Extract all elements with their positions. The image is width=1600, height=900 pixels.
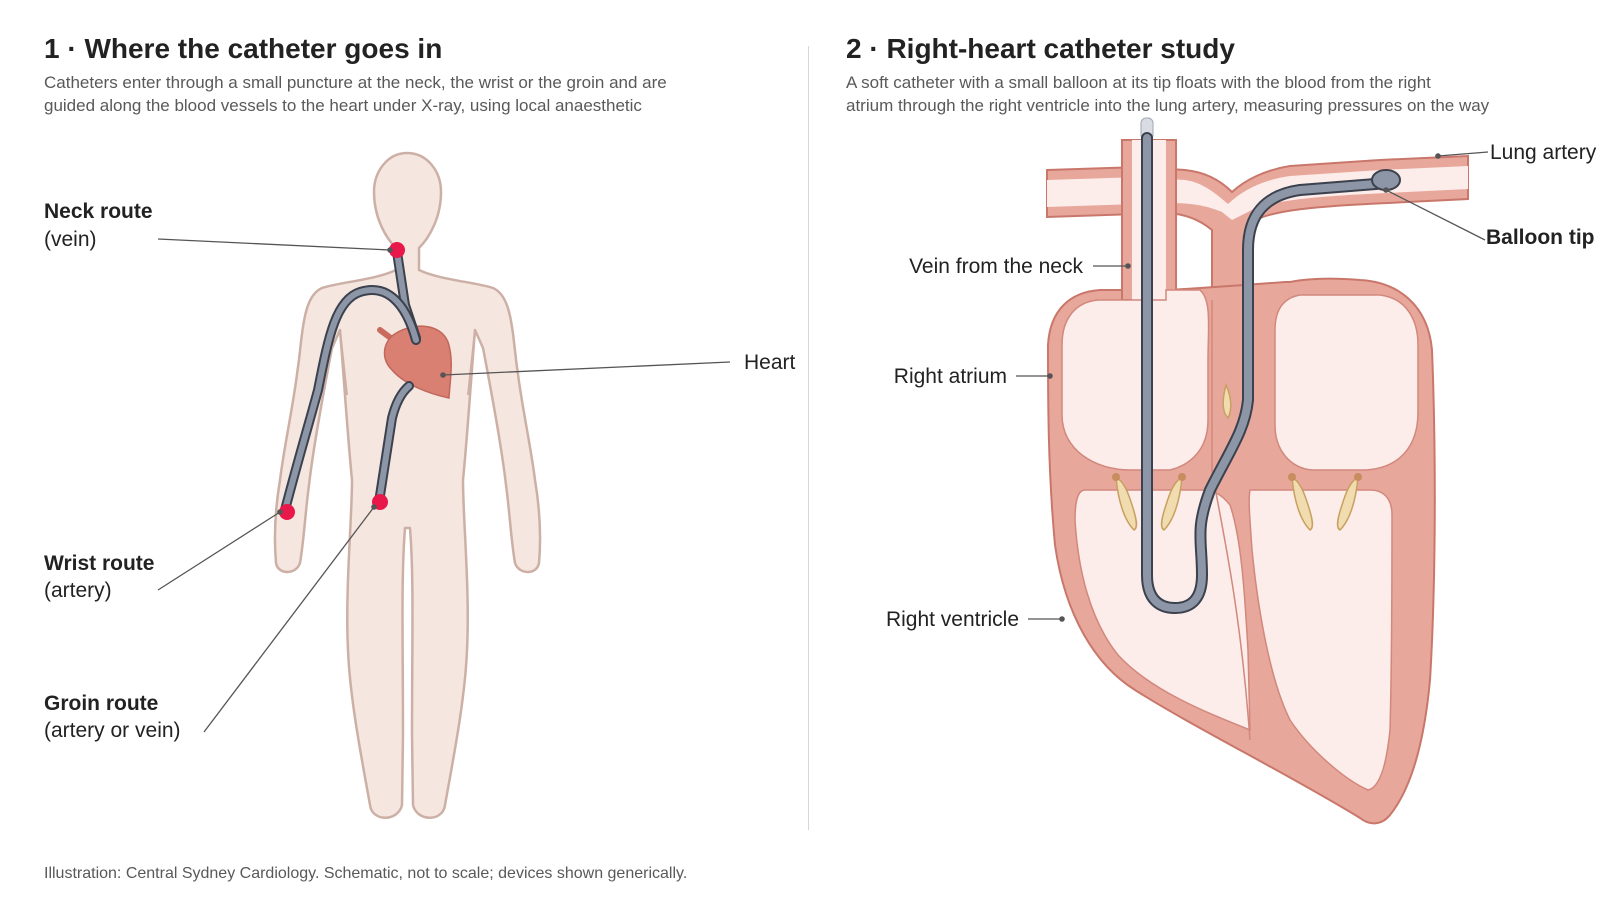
leader-heart [442,361,731,376]
label-right-ventricle: Right ventricle [886,608,1019,631]
label-heart: Heart [744,351,796,374]
panel1-subtitle-line: Catheters enter through a small puncture… [44,73,667,92]
label-wrist-route-sub: (artery) [44,579,112,602]
panel1-subtitle: Catheters enter through a small puncture… [44,71,667,117]
body-heart [377,325,452,399]
body-silhouette [273,151,542,819]
right-atrium-chamber [1061,289,1210,471]
label-groin-route: Groin route [44,692,158,715]
pulmonary-valve-left [1222,382,1232,420]
leader-balloon-tip-dot [1383,187,1389,193]
heart-diagram [1046,117,1469,825]
leader-right-ventricle-dot [1059,616,1065,622]
panel2-title: 2 · Right-heart catheter study [846,33,1235,64]
label-neck-route-sub: (vein) [44,228,97,251]
heart-shape [383,325,452,399]
label-right-atrium: Right atrium [894,365,1007,388]
panel1-title: 1 · Where the catheter goes in [44,33,443,64]
label-groin-route-sub: (artery or vein) [44,719,181,742]
leader-vein-neck-dot [1125,263,1131,269]
leader-wrist [157,511,281,591]
panel2-subtitle-line: A soft catheter with a small balloon at … [846,73,1431,92]
left-atrium-chamber [1274,294,1419,471]
leader-heart-dot [440,372,446,378]
leader-lung-artery-dot [1435,153,1441,159]
leader-balloon-tip [1385,189,1486,241]
puncture-wrist [279,504,295,520]
body-arm-line-left [339,329,348,396]
catheter-balloon [1371,169,1401,191]
label-wrist-route: Wrist route [44,552,154,575]
tricuspid-leaflet-left [1115,475,1138,531]
panel2-subtitle-line: atrium through the right ventricle into … [846,96,1490,115]
body-outline [273,151,542,819]
mitral-leaflet-left [1291,475,1314,531]
panel1-leaders [157,238,731,733]
body-arm-line-right [467,329,476,396]
puncture-neck [389,242,405,258]
leader-wrist-dot [277,509,283,515]
body-catheters [280,247,421,515]
panel1-subtitle-line: guided along the blood vessels to the he… [44,96,642,115]
tricuspid-leaflet-right [1160,475,1183,531]
mitral-leaflet-right [1336,475,1359,531]
panel2-subtitle: A soft catheter with a small balloon at … [846,71,1489,117]
leader-right-atrium-dot [1047,373,1053,379]
footer-credit: Illustration: Central Sydney Cardiology.… [44,865,688,882]
panel-divider [808,46,809,830]
label-balloon-tip: Balloon tip [1486,226,1595,249]
leader-neck-dot [387,247,393,253]
leader-lung-artery [1437,151,1489,157]
left-ventricle-chamber [1248,489,1393,791]
leader-groin-dot [371,504,377,510]
label-vein-from-neck: Vein from the neck [909,255,1083,278]
panel2-leaders [1016,151,1489,622]
label-neck-route: Neck route [44,200,153,223]
label-lung-artery: Lung artery [1490,141,1597,164]
leader-neck [157,238,391,251]
leader-groin [203,506,375,733]
heart-valves [1112,382,1362,531]
